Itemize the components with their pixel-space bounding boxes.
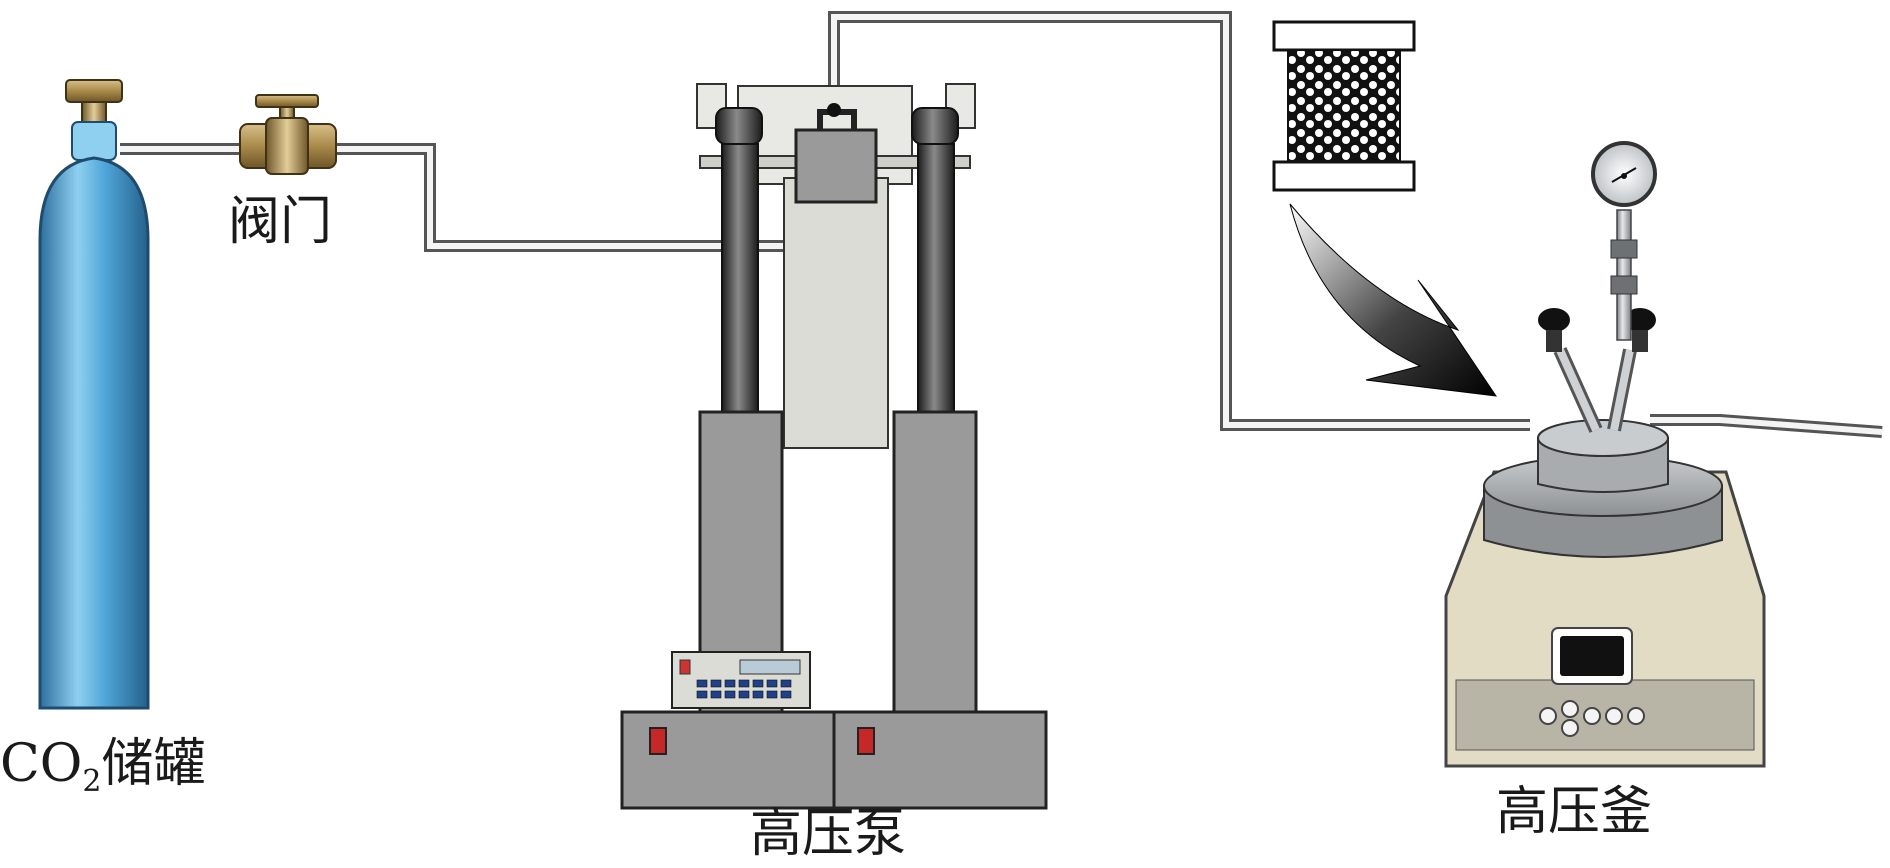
pump-label: 高压泵 xyxy=(750,804,907,864)
co2-tank-label-suffix: 储罐 xyxy=(101,734,206,794)
insert-arrow xyxy=(1289,203,1498,397)
reactor-label: 高压釜 xyxy=(1496,782,1653,842)
co2-tank-label-prefix: CO xyxy=(0,734,83,794)
valve-label: 阀门 xyxy=(228,192,333,252)
high-pressure-pump xyxy=(620,83,1048,810)
valve xyxy=(239,94,337,175)
pump-keypad xyxy=(671,651,811,709)
pipe-reactor-outlet xyxy=(1650,414,1883,438)
reactor-valve-stems xyxy=(1538,209,1656,433)
co2-tank-label-subscript: 2 xyxy=(82,764,102,799)
reactor-buttons xyxy=(1539,700,1645,737)
co2-tank-label: CO2储罐 xyxy=(0,738,206,797)
high-pressure-reactor xyxy=(1444,141,1766,768)
pipe-pump-to-reactor xyxy=(828,11,1530,431)
pressure-gauge-icon xyxy=(1591,141,1657,207)
co2-cylinder xyxy=(38,79,150,710)
porous-insert xyxy=(1272,20,1416,192)
